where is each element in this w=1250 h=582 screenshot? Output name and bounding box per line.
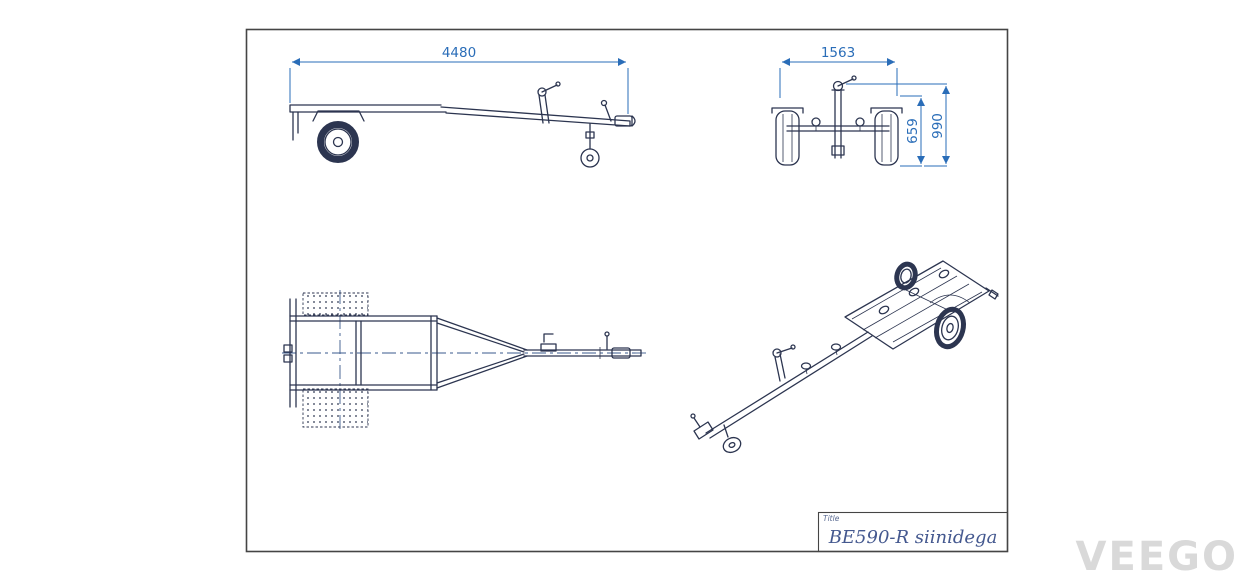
front-crossmember bbox=[430, 315, 438, 391]
winch-plan bbox=[540, 333, 557, 352]
rear-roller-2 bbox=[283, 354, 293, 363]
dim-frame-height-text: 659 bbox=[905, 118, 921, 144]
dimension-overall-height: 990 bbox=[846, 83, 950, 167]
iso-far-wheel bbox=[894, 261, 918, 291]
iso-frame-members bbox=[851, 267, 983, 343]
iso-keel-rollers bbox=[800, 343, 842, 375]
dimension-overall-length: 4480 bbox=[289, 45, 629, 114]
side-view: 4480 bbox=[289, 45, 636, 168]
title-block: Title BE590-R siinidega bbox=[817, 511, 1009, 553]
iso-lightboard bbox=[985, 287, 999, 300]
keel-rollers bbox=[811, 117, 865, 156]
iso-near-wheel bbox=[929, 294, 971, 350]
winch-post bbox=[537, 81, 561, 124]
rear-bracket bbox=[292, 111, 299, 141]
dim-overall-length-text: 4480 bbox=[442, 45, 476, 61]
winch-post-rear bbox=[831, 75, 857, 159]
dim-overall-height-text: 990 bbox=[930, 113, 946, 139]
iso-jockey-wheel bbox=[722, 424, 742, 454]
coupler bbox=[600, 99, 636, 127]
mid-crossmember bbox=[355, 320, 362, 386]
sheet-border bbox=[245, 28, 1009, 553]
jockey-wheel bbox=[580, 123, 600, 168]
fender bbox=[312, 110, 365, 122]
rear-view: 1563 659 990 bbox=[771, 45, 950, 167]
right-tire bbox=[870, 107, 903, 166]
isometric-view bbox=[690, 260, 999, 454]
iso-axle bbox=[905, 289, 949, 311]
title-block-value: BE590-R siinidega bbox=[828, 527, 998, 548]
v-tongue bbox=[436, 317, 528, 389]
iso-winch-post bbox=[772, 344, 796, 382]
dimension-overall-width: 1563 bbox=[779, 45, 898, 98]
axle-beam bbox=[786, 125, 890, 132]
trailer-bed bbox=[289, 104, 447, 113]
top-view bbox=[282, 290, 650, 433]
rear-crossmember bbox=[289, 298, 297, 408]
drawbar-plan bbox=[523, 349, 642, 357]
watermark-logo: VEEGO bbox=[1076, 534, 1238, 580]
dim-overall-width-text: 1563 bbox=[821, 45, 855, 61]
left-tire bbox=[771, 107, 804, 166]
drawbar bbox=[440, 106, 631, 127]
iso-drawbar bbox=[705, 331, 873, 439]
iso-coupler bbox=[690, 413, 714, 440]
frame-rails bbox=[289, 315, 438, 391]
coupler-plan bbox=[599, 331, 631, 359]
wheel bbox=[317, 121, 359, 163]
title-block-label: Title bbox=[823, 514, 840, 523]
dimension-frame-height: 659 bbox=[900, 95, 925, 167]
rear-roller-1 bbox=[283, 344, 293, 353]
bunk-board-bottom bbox=[302, 388, 369, 428]
bunk-board-top bbox=[302, 292, 369, 316]
